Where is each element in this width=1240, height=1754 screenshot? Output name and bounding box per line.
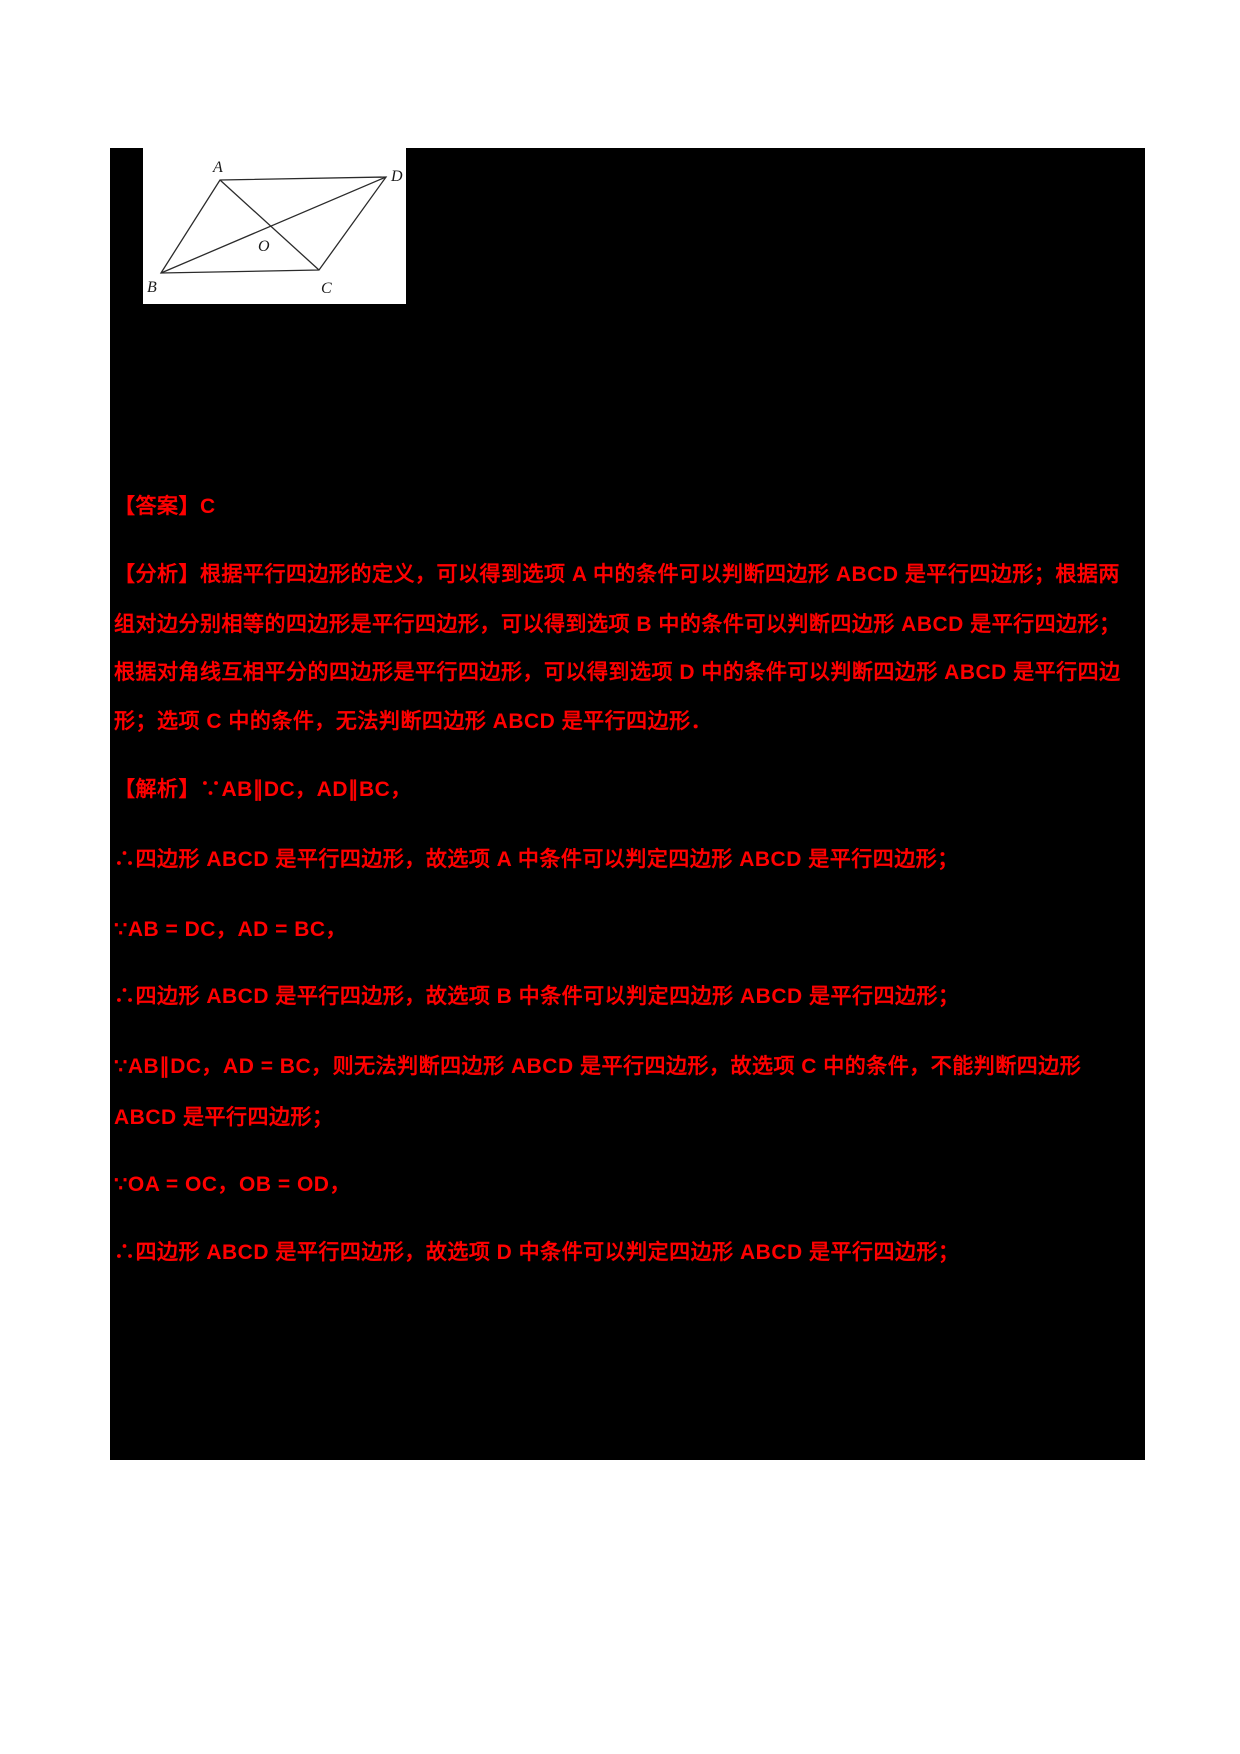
analysis-line-3: 根据对角线互相平分的四边形是平行四边形，可以得到选项 D 中的条件可以判断四边形… bbox=[114, 661, 1121, 684]
center-label-o: O bbox=[258, 238, 270, 255]
diagonal-ac bbox=[219, 179, 320, 271]
content-panel: A D B O C O 【答案】C 【分析】根据平行四边形的定义，可以得到选项 … bbox=[110, 148, 1145, 1460]
analysis-line-1: 【分析】根据平行四边形的定义，可以得到选项 A 中的条件可以判断四边形 ABCD… bbox=[114, 563, 1120, 586]
analysis-line-4: 形；选项 C 中的条件，无法判断四边形 ABCD 是平行四边形． bbox=[114, 710, 713, 733]
solution-line-2: ∴四边形 ABCD 是平行四边形，故选项 A 中条件可以判定四边形 ABCD 是… bbox=[114, 848, 959, 871]
geometry-figure: A D B O C O bbox=[143, 148, 406, 304]
vertex-label-a: A bbox=[212, 159, 223, 176]
vertex-label-c: C bbox=[321, 280, 332, 297]
vertex-label-b: B bbox=[147, 279, 157, 296]
answer-line: 【答案】C bbox=[114, 495, 216, 518]
solution-line-5: ∵AB∥DC，AD = BC，则无法判断四边形 ABCD 是平行四边形，故选项 … bbox=[114, 1055, 1082, 1078]
parallelogram-diagram: A D B O C O bbox=[147, 159, 403, 297]
diagonal-bd bbox=[160, 176, 387, 274]
solution-line-4: ∴四边形 ABCD 是平行四边形，故选项 B 中条件可以判定四边形 ABCD 是… bbox=[114, 985, 960, 1008]
vertex-label-d: D bbox=[390, 168, 403, 185]
solution-line-1: 【解析】∵AB∥DC，AD∥BC， bbox=[114, 778, 412, 801]
analysis-line-2: 组对边分别相等的四边形是平行四边形，可以得到选项 B 中的条件可以判断四边形 A… bbox=[114, 613, 1121, 636]
solution-line-8: ∴四边形 ABCD 是平行四边形，故选项 D 中条件可以判定四边形 ABCD 是… bbox=[114, 1241, 960, 1264]
solution-line-6: ABCD 是平行四边形； bbox=[114, 1106, 334, 1129]
solution-line-3: ∵AB = DC，AD = BC， bbox=[114, 918, 348, 941]
solution-line-7: ∵OA = OC，OB = OD， bbox=[114, 1173, 351, 1196]
